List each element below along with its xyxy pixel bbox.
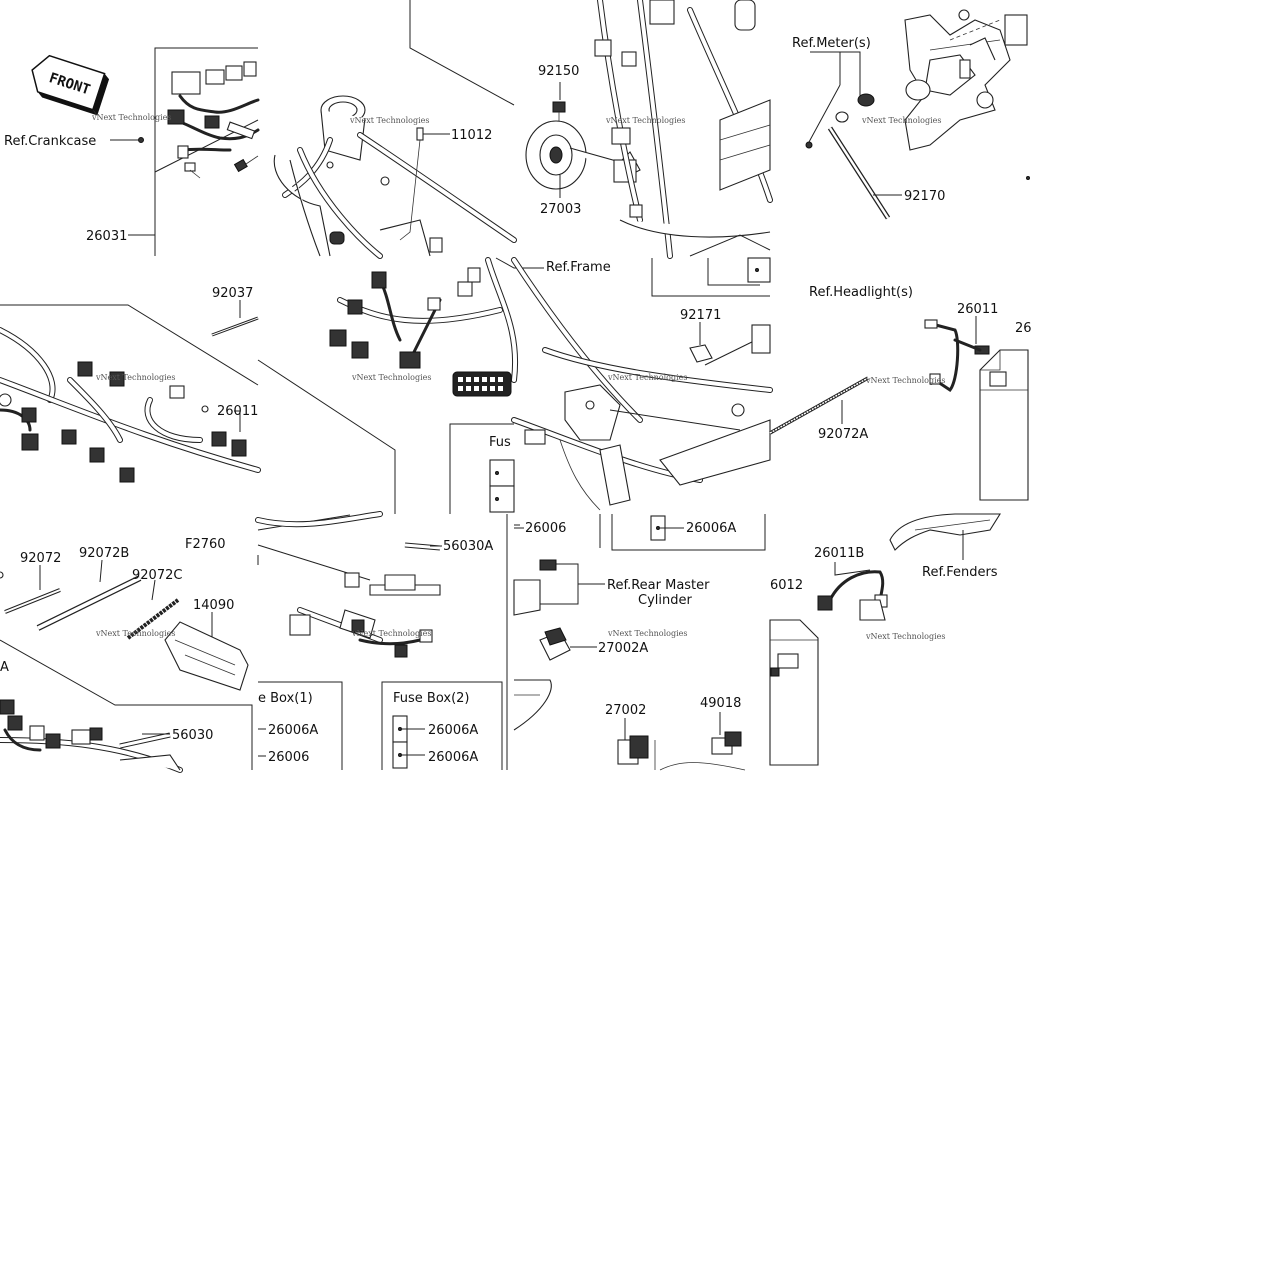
label-56030[interactable]: 56030 xyxy=(172,728,213,743)
label-26031[interactable]: 26031 xyxy=(86,229,127,244)
label-ref-fenders[interactable]: Ref.Fenders xyxy=(922,565,998,580)
tile-main-harness-left xyxy=(0,300,261,483)
part-labels: Ref.Crankcase 26031 11012 92150 27003 Re… xyxy=(0,36,1032,765)
label-fuse-box-1[interactable]: e Box(1) xyxy=(258,691,313,706)
label-11012[interactable]: 11012 xyxy=(451,128,492,143)
watermark-text: vNext Technologies xyxy=(865,376,945,385)
label-92072A[interactable]: 92072A xyxy=(818,427,868,442)
label-fb1-26006A[interactable]: 26006A xyxy=(268,723,318,738)
tile-frame-rear xyxy=(511,234,773,551)
tile-horn xyxy=(525,0,773,259)
label-49018[interactable]: 49018 xyxy=(700,696,741,711)
tile-straps xyxy=(0,559,253,773)
tile-fuse-boxes xyxy=(255,511,508,770)
label-ref-crankcase[interactable]: Ref.Crankcase xyxy=(4,134,96,149)
diagram-code: F2760 xyxy=(185,537,226,552)
watermark-text: vNext Technologies xyxy=(605,116,685,125)
tile-meter xyxy=(805,9,1030,220)
watermark-text: vNext Technologies xyxy=(91,113,171,122)
label-fb2-26006A-2[interactable]: 26006A xyxy=(428,750,478,765)
label-92072C[interactable]: 92072C xyxy=(132,568,182,583)
watermark-text: vNext Technologies xyxy=(351,629,431,638)
label-ref-headlight[interactable]: Ref.Headlight(s) xyxy=(809,285,913,300)
label-92171[interactable]: 92171 xyxy=(680,308,721,323)
watermark-text: vNext Technologies xyxy=(351,373,431,382)
label-14090[interactable]: 14090 xyxy=(193,598,234,613)
label-27002[interactable]: 27002 xyxy=(605,703,646,718)
label-26011-left[interactable]: 26011 xyxy=(217,404,258,419)
label-fb2-26006A-1[interactable]: 26006A xyxy=(428,723,478,738)
label-27002A[interactable]: 27002A xyxy=(598,641,648,656)
label-a-partial[interactable]: A xyxy=(0,660,9,675)
watermark-layer: vNext Technologies vNext Technologies vN… xyxy=(91,113,945,641)
label-fuse-partial[interactable]: Fus xyxy=(489,435,511,450)
watermark-text: vNext Technologies xyxy=(865,632,945,641)
label-fb1-26006[interactable]: 26006 xyxy=(268,750,309,765)
label-26011-right[interactable]: 26011 xyxy=(957,302,998,317)
front-arrow-icon: FRONT xyxy=(31,54,110,116)
label-26006-mid[interactable]: 26006 xyxy=(525,521,566,536)
label-26006A-mid[interactable]: 26006A xyxy=(686,521,736,536)
label-56030A[interactable]: 56030A xyxy=(443,539,493,554)
watermark-text: vNext Technologies xyxy=(95,373,175,382)
label-92150[interactable]: 92150 xyxy=(538,64,579,79)
watermark-text: vNext Technologies xyxy=(349,116,429,125)
watermark-text: vNext Technologies xyxy=(607,629,687,638)
label-92037[interactable]: 92037 xyxy=(212,286,253,301)
label-ref-frame[interactable]: Ref.Frame xyxy=(546,260,611,275)
label-26-partial[interactable]: 26 xyxy=(1015,321,1032,336)
label-ref-rear-master-line2[interactable]: Cylinder xyxy=(638,593,692,608)
label-26011B[interactable]: 26011B xyxy=(814,546,864,561)
label-92072[interactable]: 92072 xyxy=(20,551,61,566)
tile-battery-upper xyxy=(769,316,1029,501)
tile-frame-front xyxy=(273,0,517,259)
tile-front-harness: FRONT xyxy=(31,47,260,256)
label-92072B[interactable]: 92072B xyxy=(79,546,129,561)
label-92170[interactable]: 92170 xyxy=(904,189,945,204)
label-6012-partial[interactable]: 6012 xyxy=(770,578,803,593)
label-fuse-box-2[interactable]: Fuse Box(2) xyxy=(393,691,470,706)
label-27003[interactable]: 27003 xyxy=(540,202,581,217)
tile-fenders xyxy=(769,513,1001,766)
tile-frame-center xyxy=(257,257,544,514)
tile-rear-switches xyxy=(513,524,746,771)
watermark-text: vNext Technologies xyxy=(861,116,941,125)
label-ref-rear-master-line1[interactable]: Ref.Rear Master xyxy=(607,578,710,593)
label-ref-meter[interactable]: Ref.Meter(s) xyxy=(792,36,871,51)
watermark-text: vNext Technologies xyxy=(607,373,687,382)
watermark-text: vNext Technologies xyxy=(95,629,175,638)
